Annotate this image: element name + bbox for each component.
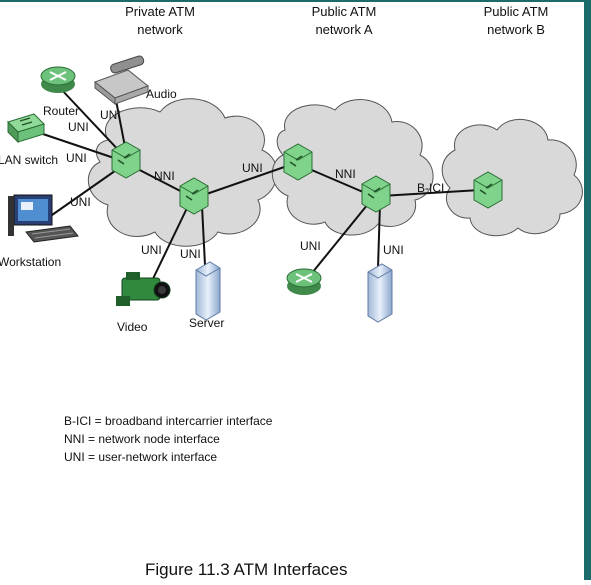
atm-switch-3-icon (283, 143, 313, 181)
uni-label-audio: UNI (100, 108, 121, 122)
router-label: Router (43, 104, 79, 118)
atm-switch-1-icon (111, 141, 141, 179)
nni-label-private: NNI (154, 169, 175, 183)
workstation-icon (8, 194, 79, 243)
workstation-label: Workstation (0, 255, 61, 269)
video-camera-icon (116, 272, 171, 306)
legend-nni: NNI = network node interface (64, 432, 220, 446)
link-server (201, 205, 206, 266)
uni-label-workstation: UNI (70, 195, 91, 209)
public-network-b-cloud (441, 119, 583, 237)
private-network-cloud (87, 98, 278, 247)
public-b-title-line1: Public ATM (484, 4, 549, 19)
public-b-title-line2: network B (487, 22, 545, 37)
public-a-title-line2: network A (315, 22, 372, 37)
link-lan-switch (39, 132, 121, 161)
lan-switch-icon (7, 113, 45, 144)
link-public-server (377, 203, 381, 269)
legend-bici: B-ICI = broadband intercarrier interface (64, 414, 273, 428)
telephone-icon (93, 55, 150, 106)
router-icon (40, 66, 76, 93)
link-public-router (311, 203, 369, 274)
server-label: Server (189, 316, 224, 330)
link-video (149, 205, 189, 286)
frame-right-border (584, 0, 591, 580)
link-bici (379, 189, 481, 197)
link-router (59, 87, 125, 157)
server-icon (195, 261, 221, 321)
video-label: Video (117, 320, 148, 334)
figure-caption: Figure 11.3 ATM Interfaces (145, 560, 348, 579)
atm-switch-4-icon (361, 175, 391, 213)
legend-uni: UNI = user-network interface (64, 450, 217, 464)
uni-label-router: UNI (68, 120, 89, 134)
uni-label-public-server: UNI (383, 243, 404, 257)
public-network-a-cloud (271, 99, 434, 236)
lan-switch-label: LAN switch (0, 153, 58, 167)
uni-label-lan-switch: UNI (66, 151, 87, 165)
bici-label: B-ICI (417, 181, 444, 195)
private-network-title-line1: Private ATM (125, 4, 195, 19)
link-uni-private-public (194, 164, 291, 199)
public-server-icon (367, 263, 393, 323)
atm-switch-2-icon (179, 177, 209, 215)
uni-label-private-public: UNI (242, 161, 263, 175)
audio-label: Audio (146, 87, 177, 101)
link-workstation (51, 165, 123, 216)
private-network-title-line2: network (137, 22, 183, 37)
nni-label-public-a: NNI (335, 167, 356, 181)
uni-label-video: UNI (141, 243, 162, 257)
atm-switch-5-icon (473, 171, 503, 209)
public-router-icon (286, 268, 322, 295)
uni-label-public-router: UNI (300, 239, 321, 253)
frame-top-border (0, 0, 591, 2)
uni-label-server: UNI (180, 247, 201, 261)
public-a-title-line1: Public ATM (312, 4, 377, 19)
